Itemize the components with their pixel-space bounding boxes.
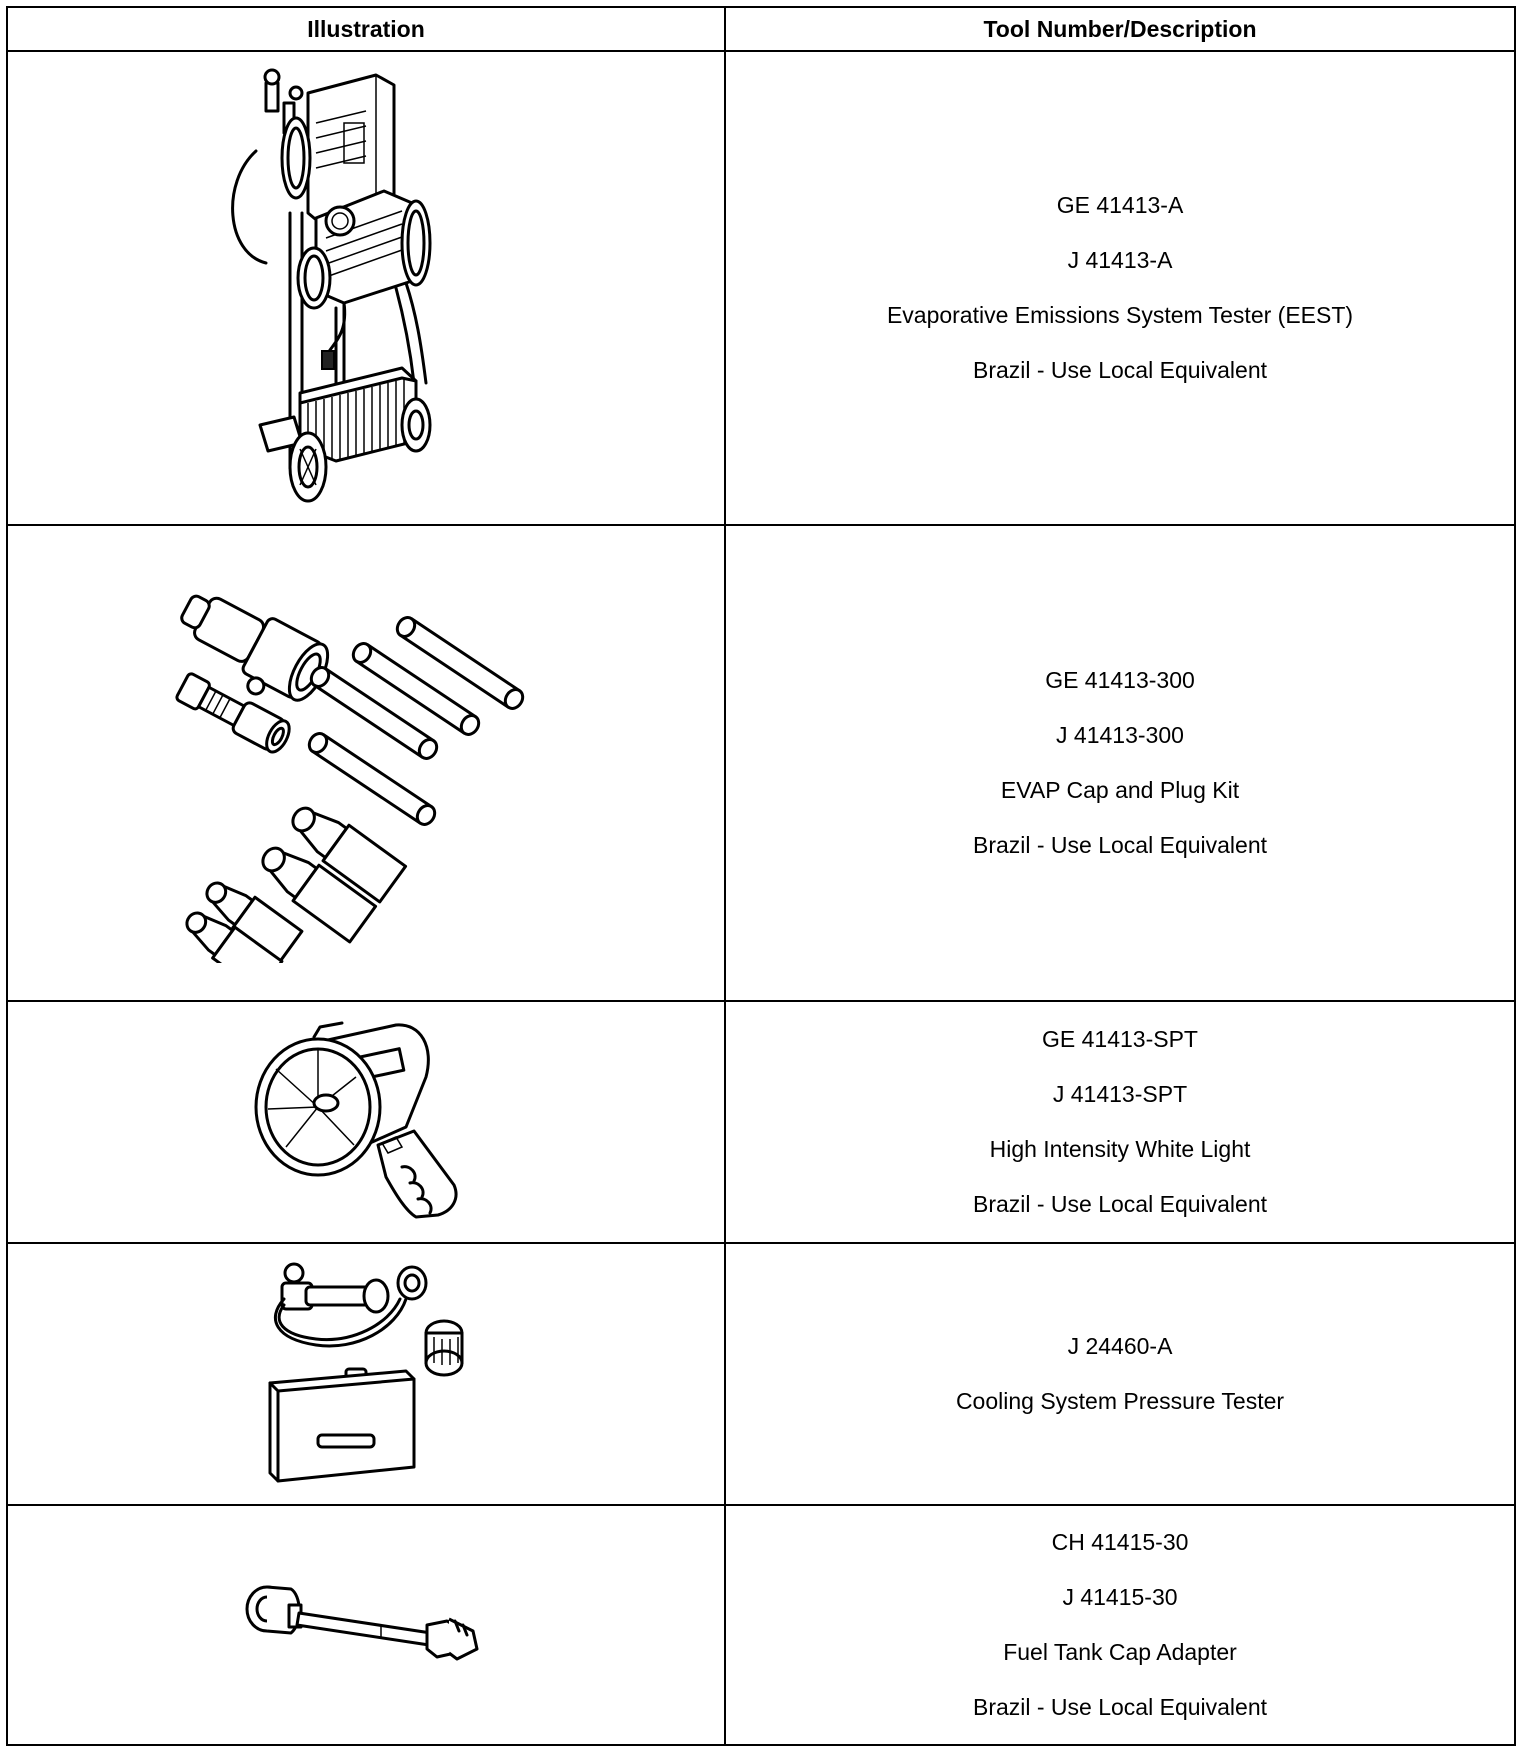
tool-region-note: Brazil - Use Local Equivalent <box>972 1191 1268 1217</box>
tool-description: Evaporative Emissions System Tester (EES… <box>886 302 1354 328</box>
tool-description: Fuel Tank Cap Adapter <box>1003 1639 1237 1665</box>
tool-description: Cooling System Pressure Tester <box>955 1388 1285 1414</box>
table-row: GE 41413-SPT J 41413-SPT High Intensity … <box>6 1000 1516 1244</box>
description-cell: J 24460-A Cooling System Pressure Tester <box>724 1242 1516 1506</box>
tool-number-j: J 41413-A <box>1067 247 1173 273</box>
pressure-tester-kit-icon <box>268 1262 464 1483</box>
spotlight-icon <box>254 1021 458 1219</box>
illustration-cell <box>6 1000 726 1244</box>
tool-number-ge: GE 41413-300 <box>1045 667 1195 693</box>
illustration-header: Illustration <box>6 6 726 52</box>
illustration-cell <box>6 1242 726 1506</box>
tool-description: EVAP Cap and Plug Kit <box>1000 777 1240 803</box>
illustration-cell <box>6 1504 726 1746</box>
description-cell: GE 41413-SPT J 41413-SPT High Intensity … <box>724 1000 1516 1244</box>
tool-number-ge: GE 41413-SPT <box>1042 1026 1198 1052</box>
tool-region-note: Brazil - Use Local Equivalent <box>972 1694 1268 1720</box>
table-row: GE 41413-300 J 41413-300 EVAP Cap and Pl… <box>6 524 1516 1002</box>
table-row: J 24460-A Cooling System Pressure Tester <box>6 1242 1516 1506</box>
evap-tester-cart-icon <box>231 68 432 503</box>
cap-plug-kit-icon <box>175 594 525 963</box>
illustration-cell <box>6 524 726 1002</box>
description-header: Tool Number/Description <box>724 6 1516 52</box>
description-cell: CH 41415-30 J 41415-30 Fuel Tank Cap Ada… <box>724 1504 1516 1746</box>
tool-number-ge: GE 41413-A <box>1056 192 1184 218</box>
illustration-cell <box>6 50 726 526</box>
tool-number-j: J 24460-A <box>1067 1333 1173 1359</box>
tool-number-j: J 41413-SPT <box>1052 1081 1188 1107</box>
description-cell: GE 41413-A J 41413-A Evaporative Emissio… <box>724 50 1516 526</box>
table-row: CH 41415-30 J 41415-30 Fuel Tank Cap Ada… <box>6 1504 1516 1746</box>
table-row: GE 41413-A J 41413-A Evaporative Emissio… <box>6 50 1516 526</box>
tool-description: High Intensity White Light <box>989 1136 1251 1162</box>
fuel-cap-adapter-icon <box>245 1585 479 1661</box>
special-tools-table: Illustration Tool Number/Description <box>6 6 1516 1746</box>
description-cell: GE 41413-300 J 41413-300 EVAP Cap and Pl… <box>724 524 1516 1002</box>
tool-number-j: J 41413-300 <box>1056 722 1184 748</box>
tool-number-j: J 41415-30 <box>1062 1584 1178 1610</box>
tool-number-ch: CH 41415-30 <box>1051 1529 1189 1555</box>
tool-region-note: Brazil - Use Local Equivalent <box>972 832 1268 858</box>
tool-region-note: Brazil - Use Local Equivalent <box>972 357 1268 383</box>
header-row: Illustration Tool Number/Description <box>6 6 1516 52</box>
